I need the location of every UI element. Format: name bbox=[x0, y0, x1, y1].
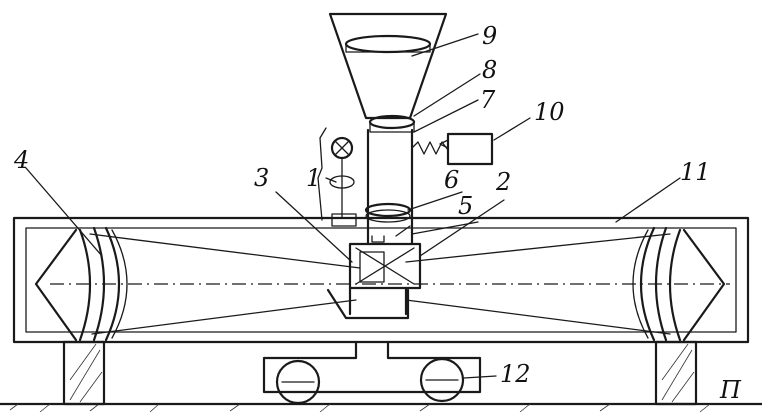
label-8: 8 bbox=[482, 56, 497, 84]
label-floor: П bbox=[719, 376, 742, 404]
label-3: 3 bbox=[254, 164, 269, 192]
roller-right bbox=[419, 357, 465, 403]
left-support bbox=[62, 340, 106, 406]
eyepiece-cone bbox=[328, 12, 448, 133]
label-10: 10 bbox=[534, 98, 565, 126]
label-9: 9 bbox=[482, 22, 497, 50]
label-2: 2 bbox=[495, 168, 511, 196]
label-7: 7 bbox=[480, 86, 496, 114]
label-12: 12 bbox=[500, 360, 531, 388]
field-lens bbox=[364, 202, 412, 223]
label-5: 5 bbox=[458, 192, 473, 220]
roller-left bbox=[275, 359, 321, 405]
label-6: 6 bbox=[444, 166, 459, 194]
right-lens-group bbox=[632, 226, 726, 342]
light-rays bbox=[89, 233, 671, 335]
leader-lines bbox=[25, 33, 681, 379]
label-1: 1 bbox=[306, 164, 321, 192]
main-housing bbox=[12, 216, 750, 344]
center-stem bbox=[262, 340, 482, 394]
floor bbox=[0, 402, 762, 413]
label-4: 4 bbox=[13, 146, 29, 174]
label-11: 11 bbox=[680, 158, 711, 186]
side-instrument bbox=[317, 127, 357, 227]
slit-element bbox=[371, 225, 411, 243]
left-lens-group bbox=[34, 226, 128, 342]
spring-mechanism bbox=[411, 132, 494, 166]
vertical-tube bbox=[366, 128, 414, 246]
prism-block bbox=[326, 242, 422, 320]
right-support bbox=[654, 340, 698, 406]
